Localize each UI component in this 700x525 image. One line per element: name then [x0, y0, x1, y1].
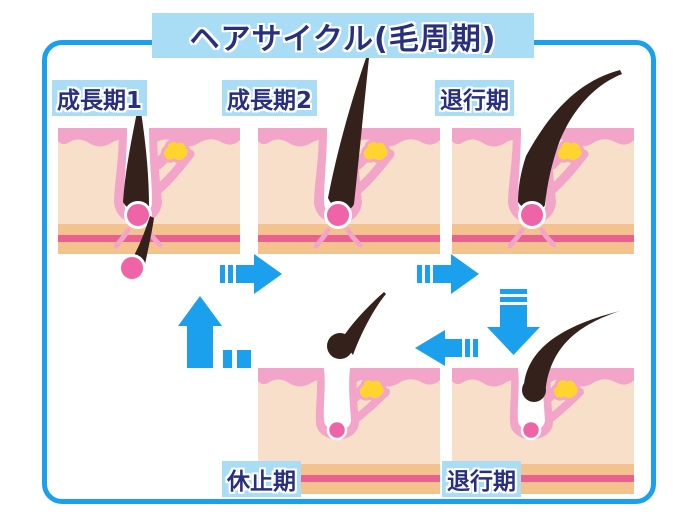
stage-label-anagen2: 成長期2 [222, 80, 318, 116]
follicle-illustration-anagen1 [58, 112, 240, 282]
hair-shaft [328, 58, 369, 211]
arrow-up-icon [178, 296, 251, 368]
hair-shaft [123, 112, 149, 213]
arrow-right-icon [417, 254, 479, 294]
club-hair-shaft [341, 292, 386, 355]
hair-shaft [524, 311, 620, 394]
follicle-illustration-catagen-top [452, 70, 634, 254]
title-banner: ヘアサイクル(毛周期) [152, 13, 534, 58]
papilla-remnant [326, 419, 348, 441]
follicle-illustration-telogen [258, 292, 440, 494]
arrow-left-icon [415, 330, 478, 366]
stage-label-catagen-top: 退行期 [435, 80, 514, 116]
papilla-remnant [520, 419, 542, 441]
hair-shaft [518, 70, 622, 212]
page-title: ヘアサイクル(毛周期) [189, 21, 497, 57]
arrow-down-icon [487, 289, 540, 355]
stage-label-telogen: 休止期 [222, 461, 301, 497]
follicle-illustration-anagen2 [258, 58, 440, 254]
stage-label-catagen-bottom: 退行期 [442, 461, 521, 497]
follicle-illustration-catagen-bottom [452, 311, 634, 494]
arrow-right-icon [220, 254, 282, 294]
stage-label-anagen1: 成長期1 [52, 80, 148, 116]
